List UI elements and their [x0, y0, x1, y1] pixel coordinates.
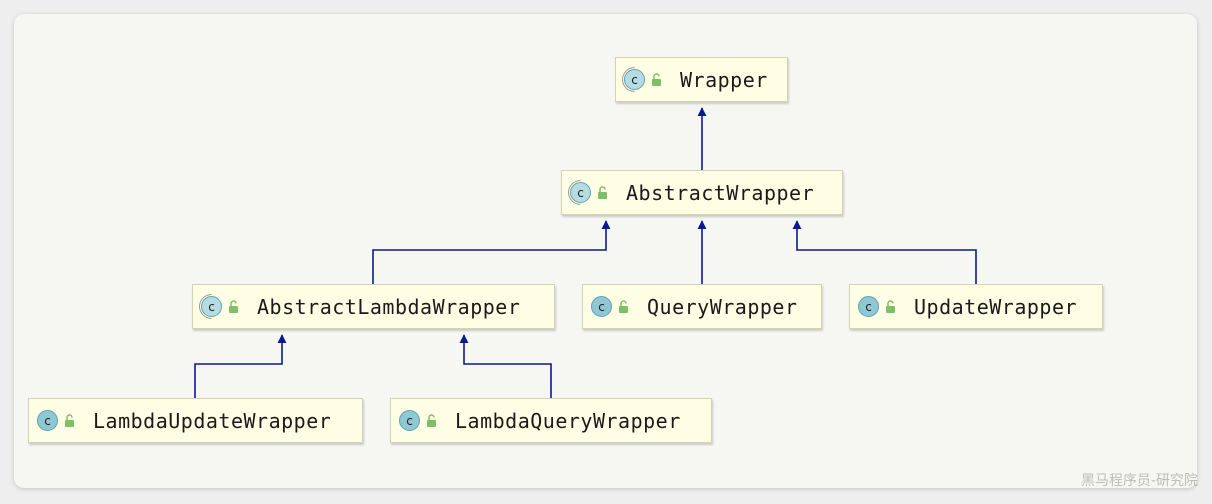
class-name: QueryWrapper — [647, 294, 798, 319]
class-node-abstract-lambda-wrapper[interactable]: c AbstractLambdaWrapper — [192, 284, 555, 329]
class-icon: c — [858, 296, 879, 317]
edge-abstractlambdawrapper-to-abstractwrapper — [372, 220, 611, 284]
class-node-lambda-update-wrapper[interactable]: c LambdaUpdateWrapper — [28, 398, 363, 443]
abstract-class-icon: c — [570, 182, 591, 203]
class-icon: c — [37, 410, 58, 431]
class-name: AbstractLambdaWrapper — [257, 294, 521, 319]
unlocked-icon — [229, 300, 238, 313]
edge-lambdaupdatewrapper-to-abstractlambdawrapper — [194, 334, 287, 398]
class-name: LambdaQueryWrapper — [455, 408, 681, 433]
unlocked-icon — [652, 73, 661, 86]
class-node-query-wrapper[interactable]: c QueryWrapper — [582, 284, 822, 329]
unlocked-icon — [619, 300, 628, 313]
unlocked-icon — [65, 414, 74, 427]
unlocked-icon — [598, 186, 607, 199]
class-name: AbstractWrapper — [626, 180, 815, 205]
class-node-wrapper[interactable]: c Wrapper — [615, 57, 788, 102]
class-node-abstract-wrapper[interactable]: c AbstractWrapper — [561, 170, 843, 215]
class-icon: c — [591, 296, 612, 317]
class-node-lambda-query-wrapper[interactable]: c LambdaQueryWrapper — [390, 398, 712, 443]
watermark: 黑马程序员-研究院 — [1080, 473, 1198, 489]
abstract-class-icon: c — [624, 69, 645, 90]
abstract-class-icon: c — [201, 296, 222, 317]
class-icon: c — [399, 410, 420, 431]
class-name: LambdaUpdateWrapper — [93, 408, 332, 433]
class-name: UpdateWrapper — [914, 294, 1078, 319]
edge-lambdaquerywrapper-to-abstractlambdawrapper — [459, 334, 552, 398]
class-name: Wrapper — [680, 67, 768, 92]
edge-updatewrapper-to-abstractwrapper — [792, 220, 977, 284]
class-node-update-wrapper[interactable]: c UpdateWrapper — [849, 284, 1103, 329]
unlocked-icon — [886, 300, 895, 313]
unlocked-icon — [427, 414, 436, 427]
